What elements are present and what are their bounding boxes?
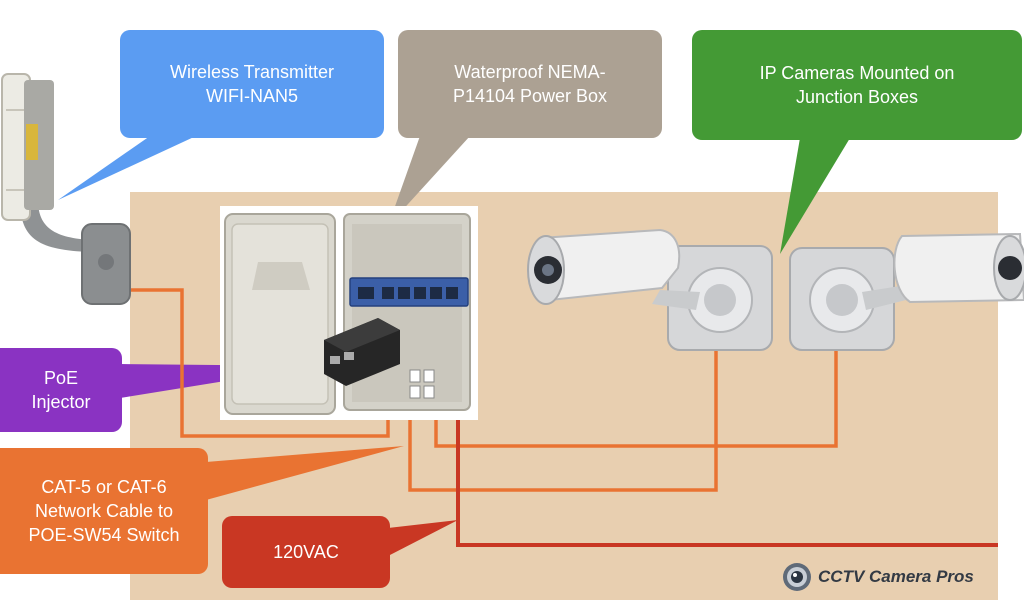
power-callout-tail <box>388 520 458 556</box>
network-cable-callout: CAT-5 or CAT-6 Network Cable to POE-SW54… <box>0 448 208 574</box>
wireless-callout-tail <box>58 136 196 200</box>
ip-cameras-callout: IP Cameras Mounted on Junction Boxes <box>692 30 1022 140</box>
wireless-transmitter <box>1 73 131 305</box>
nema-power-box-callout: Waterproof NEMA- P14104 Power Box <box>398 30 662 138</box>
brand-name: CCTV Camera Pros <box>818 567 974 586</box>
poe-injector-device <box>324 318 400 386</box>
switch-port <box>430 287 442 299</box>
poe-injector-callout: PoE Injector <box>0 348 122 432</box>
wireless-transmitter-callout: Wireless Transmitter WIFI-NAN5 <box>120 30 384 138</box>
nema-power-box <box>220 206 478 420</box>
cameras-callout-tail <box>780 138 850 254</box>
nema-callout-tail <box>388 136 470 226</box>
power-120vac-callout: 120VAC <box>222 516 390 588</box>
poe-switch <box>349 277 469 307</box>
brand-logo: CCTV Camera Pros <box>782 560 974 594</box>
switch-port <box>414 287 426 299</box>
ip-camera-1 <box>527 228 773 351</box>
ip-camera-2 <box>789 232 1024 351</box>
switch-port <box>382 287 394 299</box>
camera-logo-icon <box>783 563 811 591</box>
switch-port <box>446 287 458 299</box>
switch-port <box>398 287 410 299</box>
cable-callout-tail <box>206 446 404 500</box>
